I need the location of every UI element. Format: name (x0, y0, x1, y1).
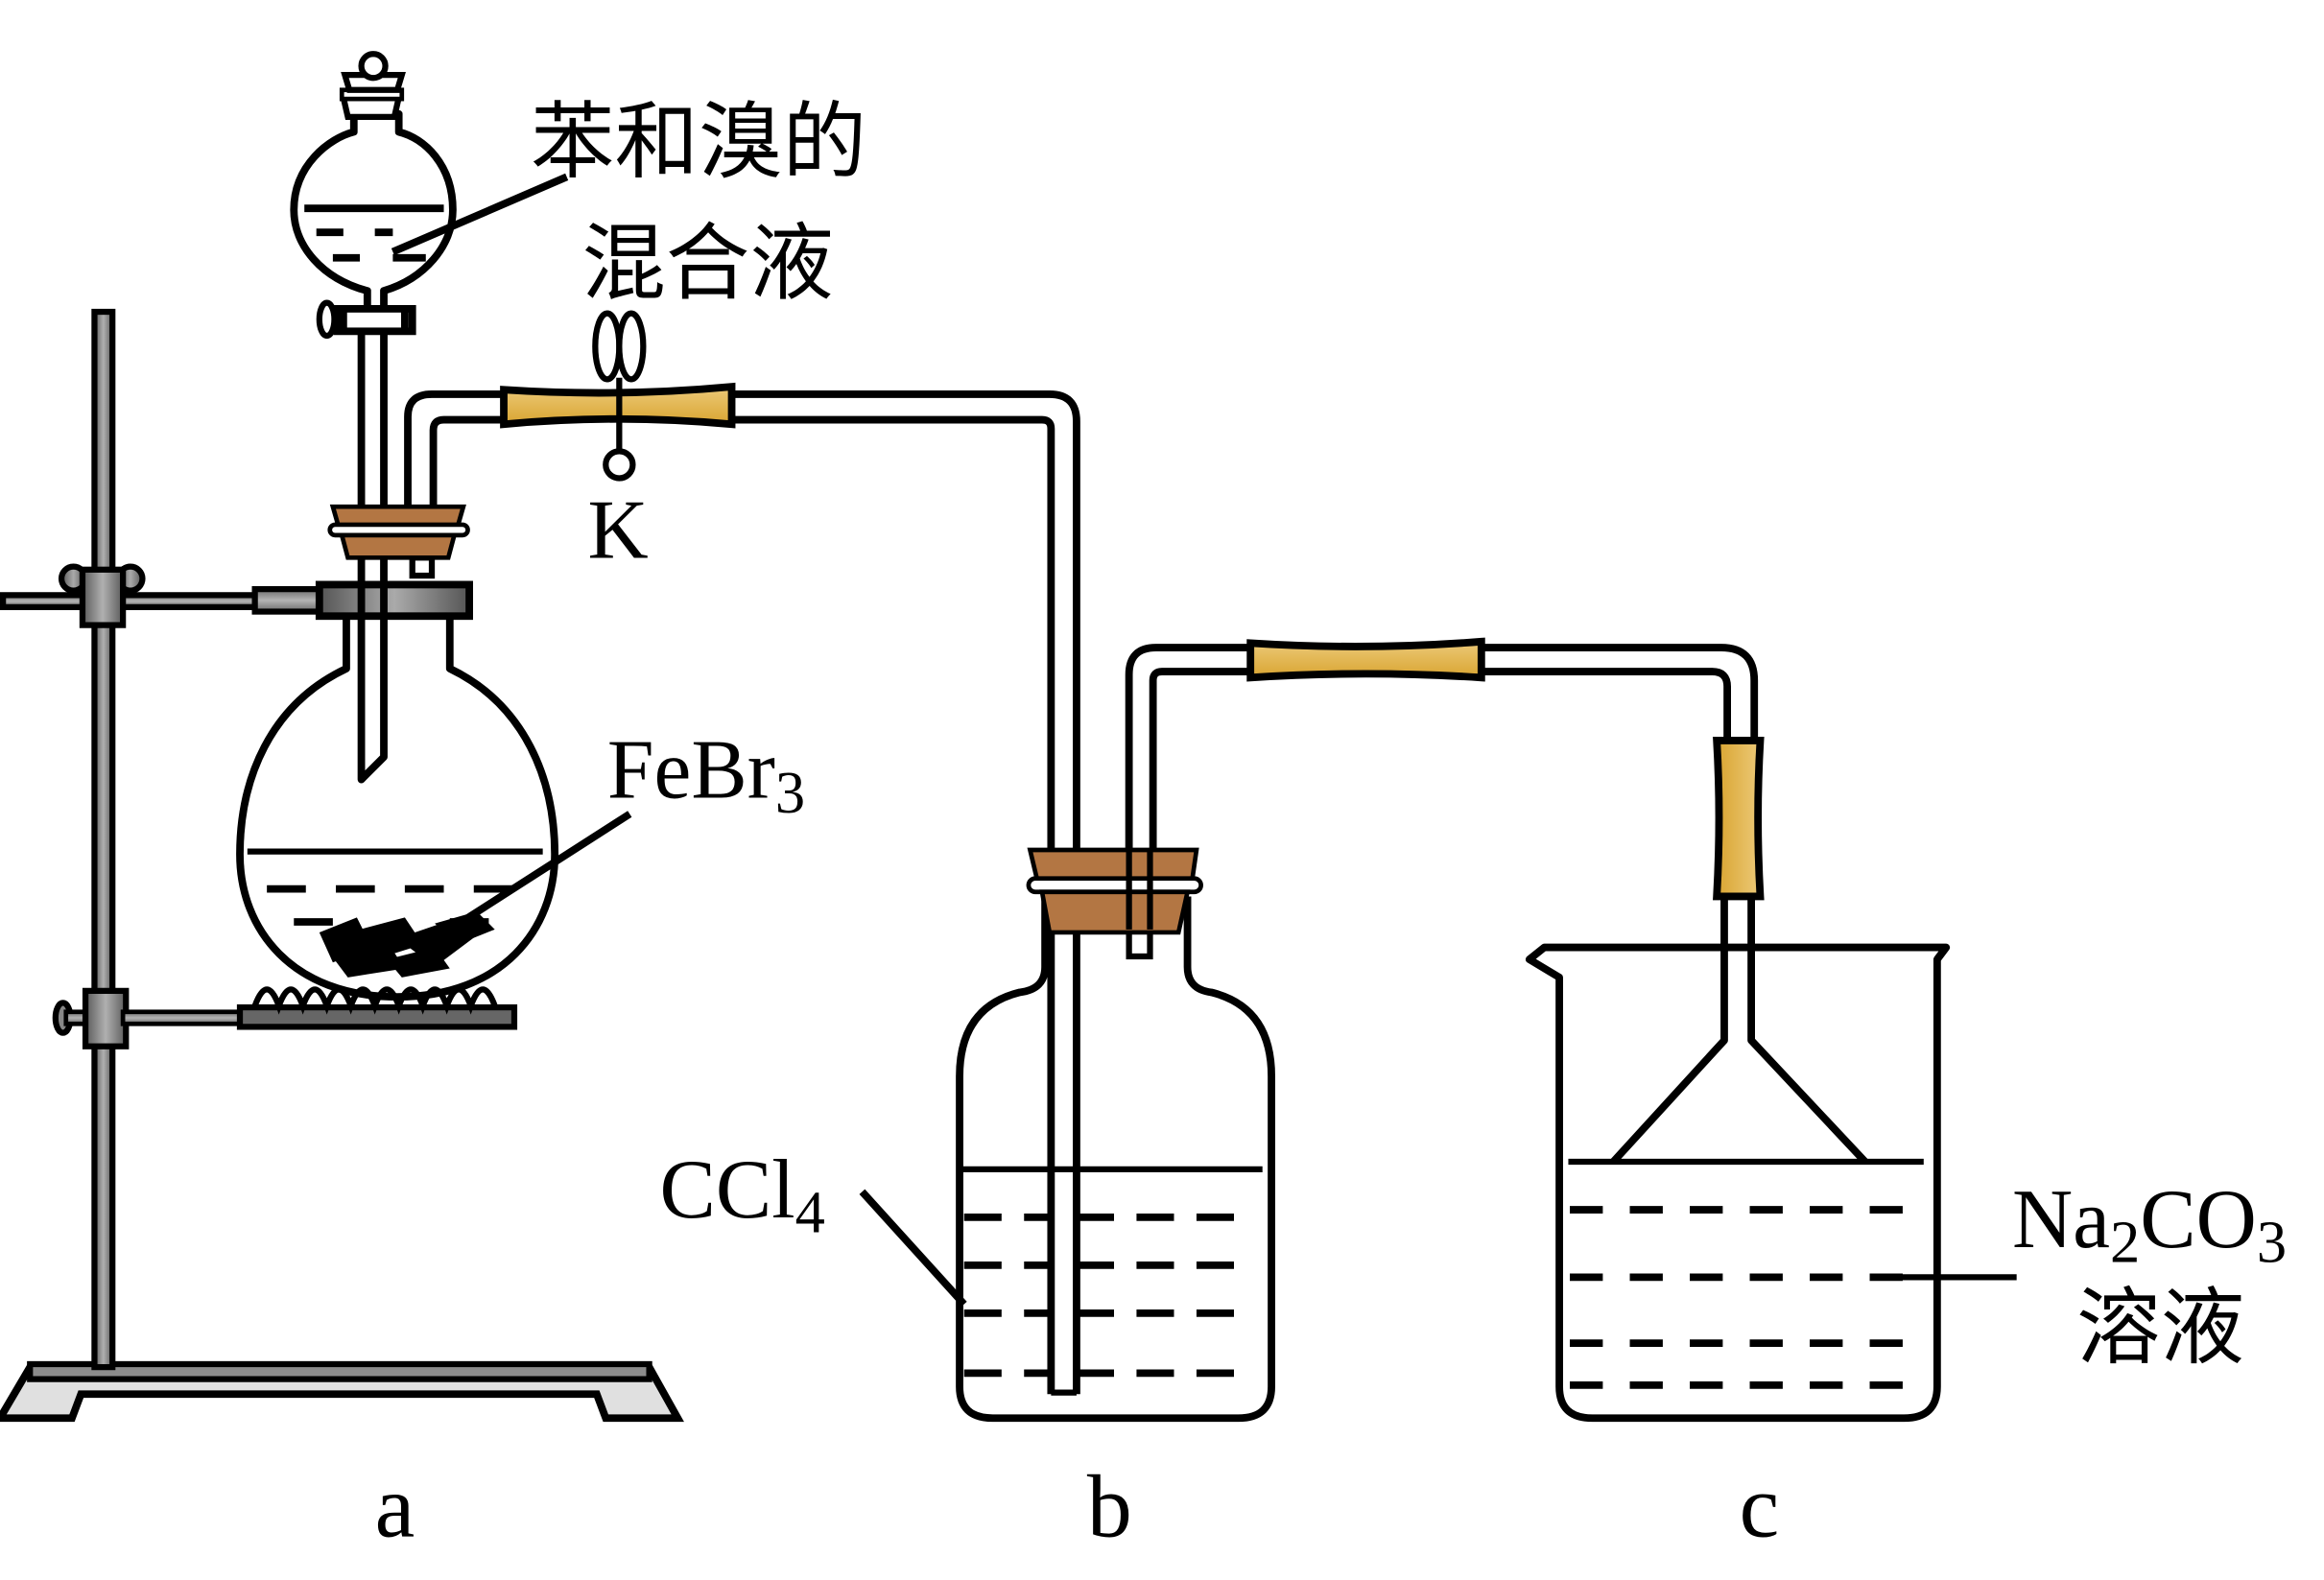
funnel-tube-c (1610, 896, 1868, 1165)
beaker-liquid-dashes (1570, 1206, 1903, 1389)
bottle-stopper-bottom (1039, 889, 1191, 935)
flask-outlet-tube-inner (429, 415, 508, 510)
na2co3-label-line2: 溶液 (2076, 1279, 2244, 1377)
tube-a-to-b: K (500, 310, 1080, 1396)
lower-clamp-arm (120, 1009, 246, 1026)
rubber-tube-vertical (1713, 737, 1765, 901)
label-b: b (1087, 1457, 1132, 1557)
tube-ab-inner (734, 415, 1055, 1395)
tube-bc-horizontal-inner (1481, 668, 1731, 741)
febr3-solid (319, 911, 495, 978)
beaker (1525, 943, 1951, 1423)
tube-bc-outer (1125, 644, 1251, 851)
label-c: c (1740, 1457, 1780, 1557)
stopcock-handle (316, 299, 338, 340)
stand-rod (91, 308, 116, 1371)
tube-bc-horizontal-outer (1481, 644, 1759, 741)
heating-platform (236, 1003, 518, 1030)
clamp-k-label: K (588, 483, 649, 576)
flask-stopper-bottom (339, 532, 458, 560)
funnel-label-line2: 混合液 (581, 215, 834, 313)
pinch-clamp-loop-right (616, 310, 647, 383)
outlet-tube-bottom (409, 554, 436, 579)
funnel-leader-line (391, 173, 569, 256)
funnel-label-line1: 苯和溴的 (531, 93, 866, 191)
beaker-rim-right (1933, 945, 1950, 962)
upper-clamp-sleeve (251, 585, 327, 615)
pinch-clamp-loop-left (592, 310, 623, 383)
label-a: a (375, 1457, 415, 1557)
pinch-clamp-knob (603, 448, 636, 482)
wash-bottle (956, 896, 1275, 1423)
tube-ab-outer (734, 390, 1080, 1395)
rubber-tube-horizontal (1246, 637, 1485, 682)
upper-boss-head (79, 566, 127, 628)
funnel-stopper-knob (358, 51, 389, 82)
febr3-label: FeBr3 (607, 722, 805, 826)
ccl4-leader-line (859, 1189, 967, 1308)
na2co3-label: Na2CO3 (2012, 1172, 2287, 1276)
apparatus-a: 苯和溴的 混合液 FeBr3 (236, 51, 866, 1002)
febr3-leader-line (447, 811, 632, 933)
apparatus-c: Na2CO3 溶液 (1525, 943, 2287, 1423)
flask-clamp-ring (315, 580, 473, 621)
stopcock-barrel (333, 304, 416, 336)
iron-stand (0, 308, 684, 1423)
tube-bc-inner (1149, 668, 1251, 851)
funnel-liquid-dashes (316, 228, 426, 262)
round-bottom-flask (236, 614, 559, 1002)
ccl4-label: CCl4 (660, 1143, 825, 1246)
stand-base-top (27, 1360, 652, 1382)
bottle-liquid-dashes (963, 1213, 1235, 1378)
upper-clamp-arm (0, 592, 261, 610)
flask-outlet-tube-outer (404, 390, 508, 510)
apparatus-b: CCl4 (660, 644, 1275, 1423)
tube-b-to-c (1246, 637, 1868, 1165)
lower-boss-head (82, 987, 130, 1049)
